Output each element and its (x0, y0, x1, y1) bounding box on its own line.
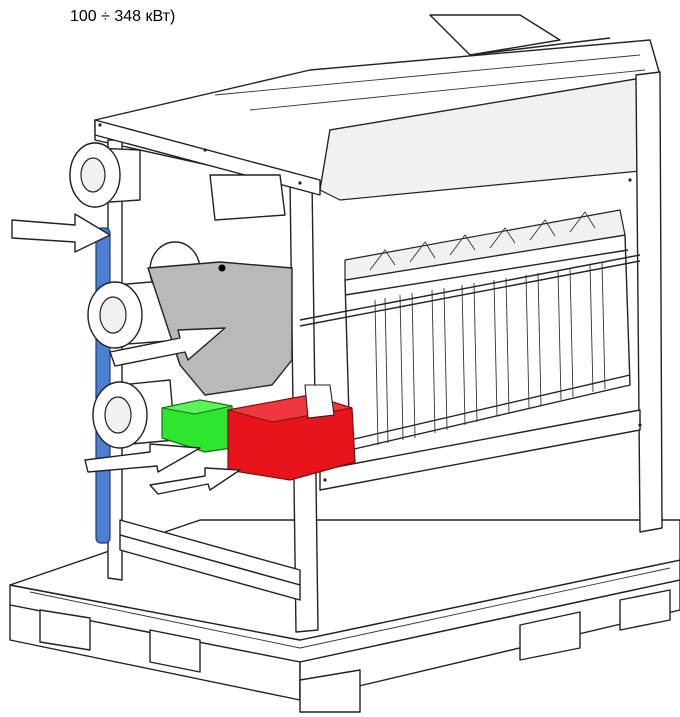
flow-arrow-icon (84, 443, 201, 473)
heat-exchanger-sections (299, 209, 641, 451)
bolt-points (98, 123, 642, 482)
flange-top (69, 142, 141, 208)
hood-marker-dot (218, 264, 226, 272)
flange-bottom (92, 379, 176, 449)
flow-arrow-icon (149, 467, 241, 495)
caption-power-range: 100 ÷ 348 кВт) (70, 8, 176, 25)
boiler-frame (94, 14, 663, 633)
flow-arrow-icon (11, 213, 111, 253)
flow-arrow-icon (109, 327, 226, 367)
